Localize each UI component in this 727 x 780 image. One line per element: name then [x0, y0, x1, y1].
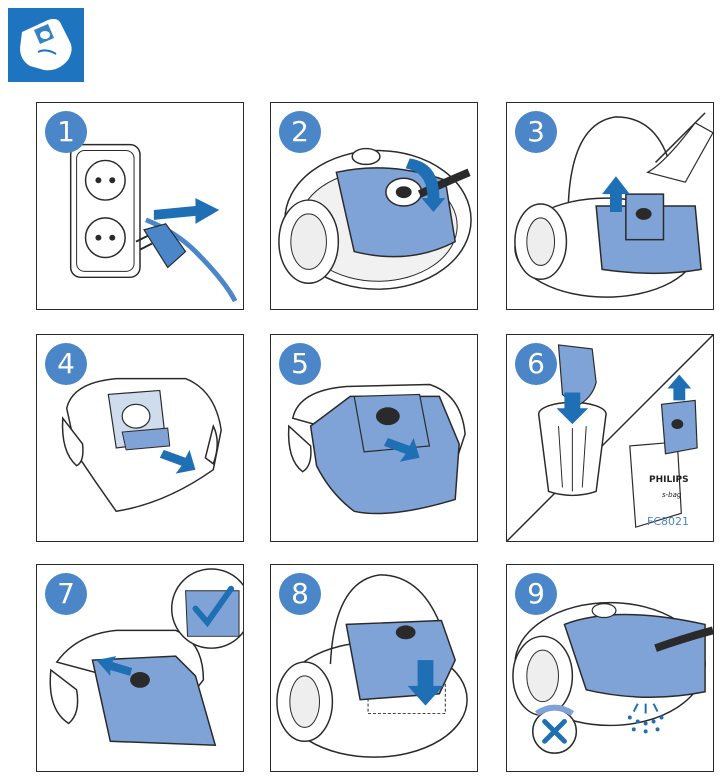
open-lid-icon: [278, 147, 472, 290]
dispose-bag-icon: [507, 335, 713, 541]
brand-label: PHILIPS: [649, 475, 689, 485]
step-5-badge: 5: [279, 343, 321, 385]
step-2-badge: 2: [279, 111, 321, 153]
step-3-badge: 3: [515, 111, 557, 153]
step-4-panel: 4: [36, 334, 244, 542]
step-7-badge: 7: [45, 573, 87, 615]
step-1-badge: 1: [45, 111, 87, 153]
step-9-panel: 9: [506, 564, 714, 772]
bag-label: s-bag: [662, 491, 682, 499]
step-6-panel: 6 PHILIPS s-bag FC8021: [506, 334, 714, 542]
step-6-badge: 6: [515, 343, 557, 385]
step-8-panel: 8: [270, 564, 478, 772]
step-3-panel: 3: [506, 102, 714, 310]
insert-bag-icon: [49, 568, 243, 747]
step-1-panel: 1: [36, 102, 244, 310]
step-4-badge: 4: [45, 343, 87, 385]
remove-bag-icon: [287, 383, 466, 515]
step-8-badge: 8: [279, 573, 321, 615]
step-7-panel: 7: [36, 564, 244, 772]
close-lid-icon: [512, 601, 713, 754]
place-holder-icon: [276, 574, 468, 758]
slide-bag-out-icon: [61, 377, 222, 513]
step-2-panel: 2: [270, 102, 478, 310]
unplug-icon: [69, 143, 238, 303]
step-5-panel: 5: [270, 334, 478, 542]
step-9-badge: 9: [515, 573, 557, 615]
lift-bag-holder-icon: [514, 112, 713, 298]
vacuum-bag-icon: [8, 8, 84, 82]
model-label: FC8021: [647, 515, 690, 528]
